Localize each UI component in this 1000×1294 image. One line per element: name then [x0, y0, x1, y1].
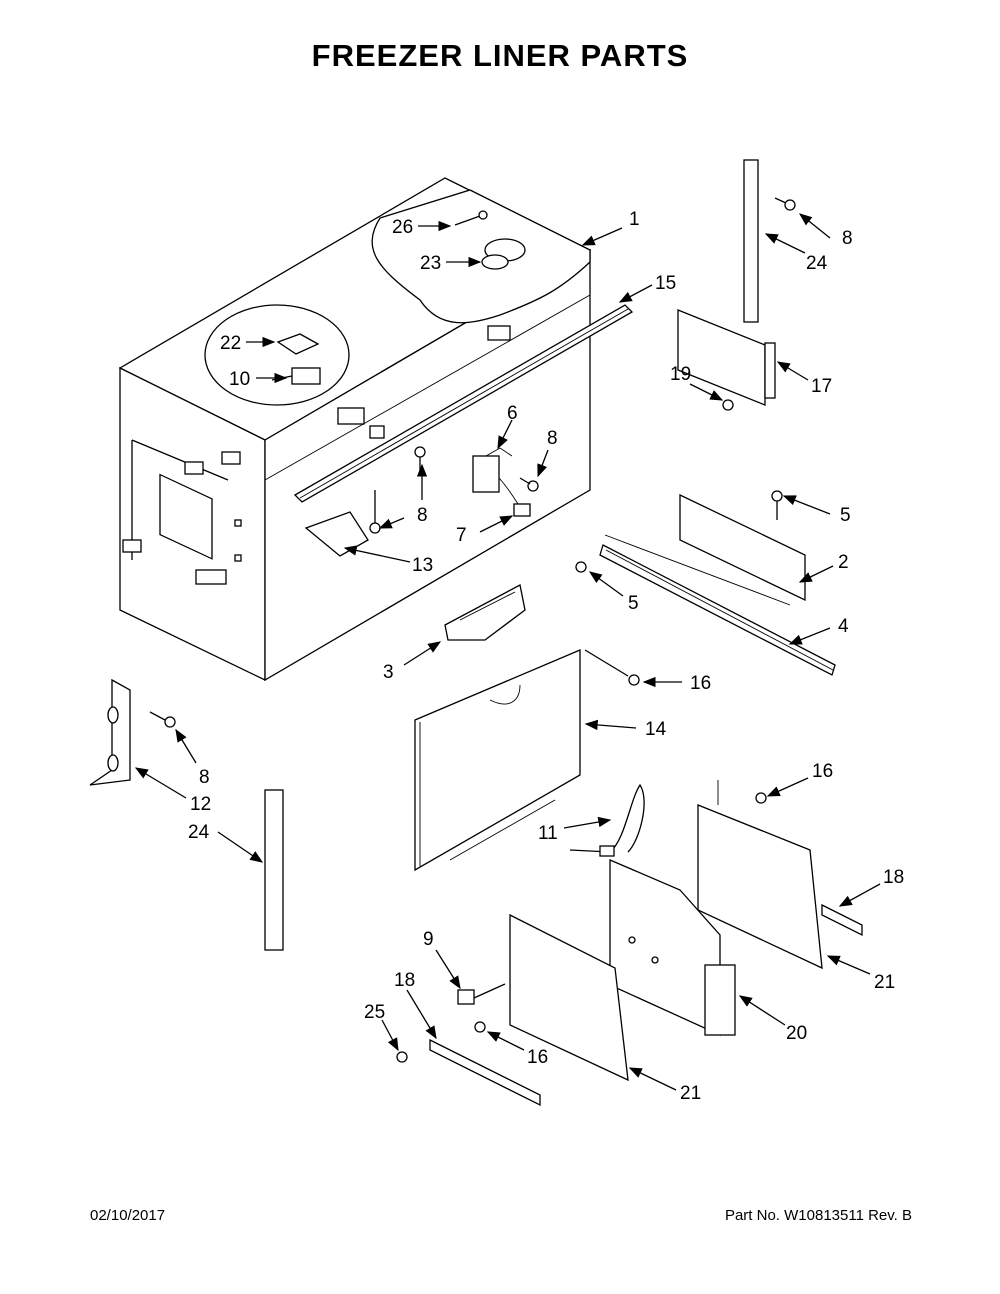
- callout-22: 22: [220, 333, 241, 354]
- callout-18: 18: [883, 867, 904, 888]
- callout-25: 25: [364, 1002, 385, 1023]
- part-24-channel-bottom: [264, 789, 284, 951]
- part-4-slide-rail: [599, 544, 836, 676]
- callout-2: 2: [838, 552, 849, 573]
- part-21-panel-right: [697, 780, 823, 970]
- part-17-bracket: [677, 309, 776, 411]
- callout-8: 8: [547, 428, 558, 449]
- part-20-housing: [609, 859, 736, 1037]
- part-12-bracket: [89, 678, 176, 786]
- part-18-slide-left: [429, 1038, 541, 1107]
- callout-19: 19: [670, 364, 691, 385]
- callout-9: 9: [423, 929, 434, 950]
- liner-rail: [293, 304, 634, 503]
- part-13-bracket: [304, 490, 381, 557]
- part-7-connector: [513, 503, 531, 517]
- screw-icon: [414, 446, 426, 472]
- callout-8: 8: [417, 505, 428, 526]
- callout-23: 23: [420, 253, 441, 274]
- callout-14: 14: [645, 719, 667, 740]
- screw-icon: [584, 649, 640, 686]
- callout-16: 16: [812, 761, 833, 782]
- callout-17: 17: [811, 376, 832, 397]
- screw-icon: [519, 477, 539, 492]
- callout-24: 24: [806, 253, 828, 274]
- part-18-slide-right: [821, 903, 863, 937]
- callout-12: 12: [190, 794, 211, 815]
- part-14-cover: [414, 649, 581, 872]
- callout-26: 26: [392, 217, 413, 238]
- part-21-panel-bottom: [509, 913, 629, 1082]
- part-26-screw: [454, 210, 488, 226]
- part-6-module: [472, 447, 523, 511]
- leader-lines: [134, 213, 881, 1091]
- callout-10: 10: [229, 369, 250, 390]
- callout-16: 16: [527, 1047, 548, 1068]
- callout-15: 15: [655, 273, 676, 294]
- footer-part-number: Part No. W10813511 Rev. B: [724, 1207, 912, 1224]
- callout-21: 21: [680, 1083, 701, 1104]
- part-23-cap: [481, 238, 526, 270]
- callout-4: 4: [838, 616, 849, 637]
- part-9-clip: [457, 983, 506, 1005]
- footer-date: 02/10/2017: [90, 1207, 166, 1224]
- callout-8: 8: [199, 767, 210, 788]
- screw-icon: [474, 1021, 486, 1033]
- callout-21: 21: [874, 972, 895, 993]
- part-24-channel-top: [743, 159, 796, 323]
- callout-16: 16: [690, 673, 711, 694]
- callout-3: 3: [383, 662, 394, 683]
- callout-1: 1: [629, 209, 640, 230]
- screw-icon: [396, 1051, 408, 1063]
- part-3-handle: [444, 584, 526, 641]
- callout-6: 6: [507, 403, 518, 424]
- part-11-harness: [569, 783, 645, 857]
- callout-5: 5: [840, 505, 851, 526]
- callout-20: 20: [786, 1023, 807, 1044]
- part-22-pad: [276, 333, 320, 355]
- callout-7: 7: [456, 525, 467, 546]
- page-title: FREEZER LINER PARTS: [311, 38, 689, 73]
- part-2-drawer-bracket: [575, 490, 806, 606]
- callout-24: 24: [188, 822, 210, 843]
- callout-8: 8: [842, 228, 853, 249]
- callout-18: 18: [394, 970, 415, 991]
- callout-11: 11: [538, 823, 558, 844]
- freezer-liner-box: [118, 177, 592, 682]
- callout-5: 5: [628, 593, 639, 614]
- callout-13: 13: [412, 555, 433, 576]
